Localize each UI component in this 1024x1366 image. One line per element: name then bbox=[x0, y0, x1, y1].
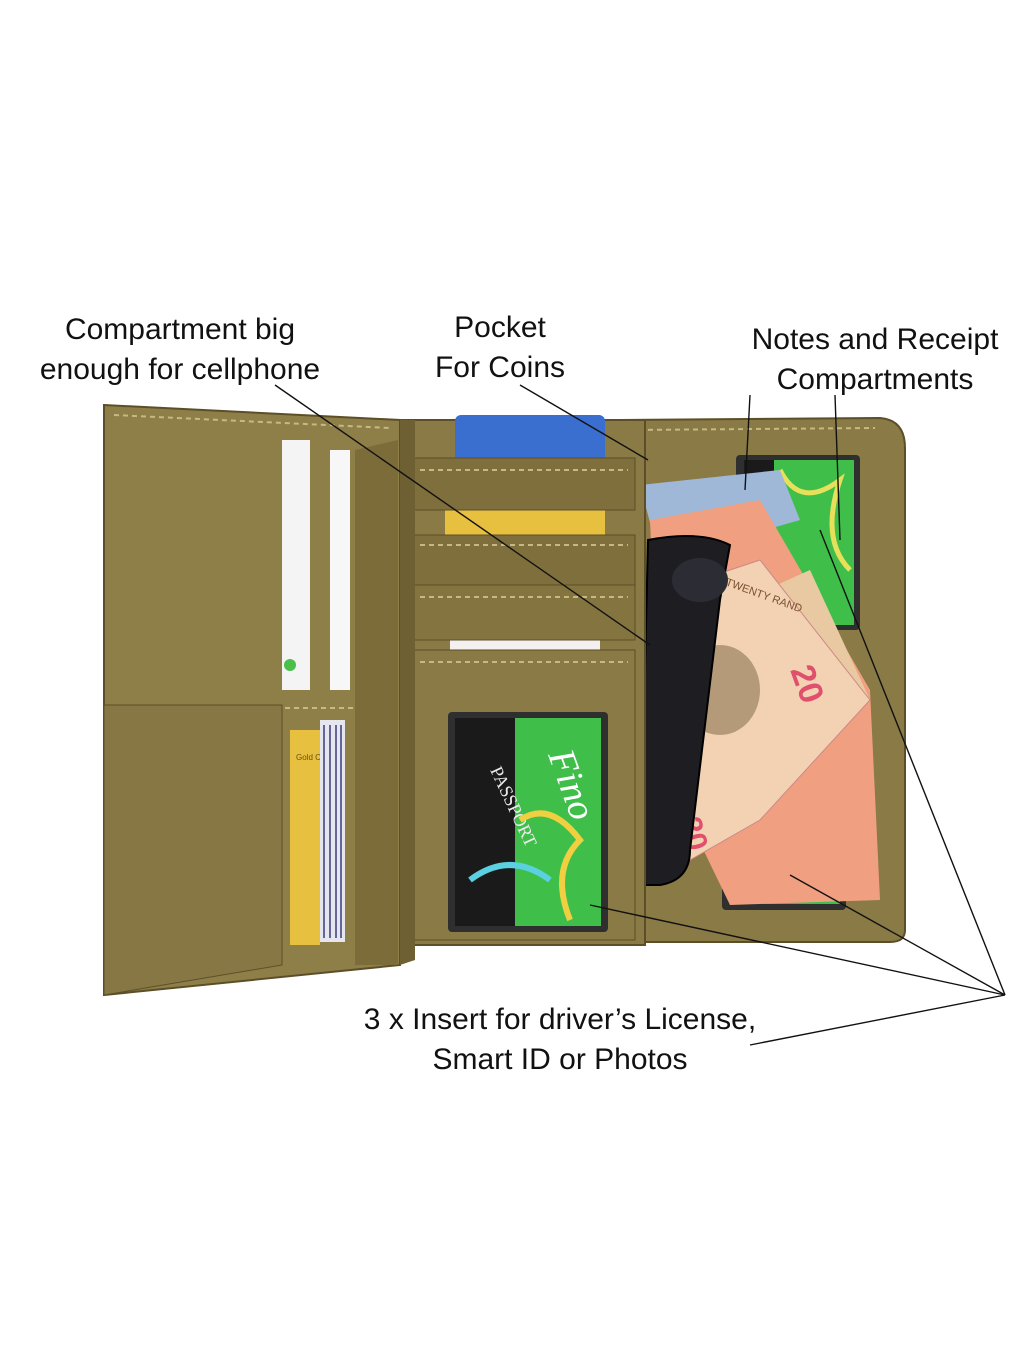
callout-notes-line1: Notes and Receipt bbox=[751, 323, 999, 356]
callout-inserts-line2: Smart ID or Photos bbox=[432, 1043, 688, 1076]
callout-coin-pocket: Pocket For Coins bbox=[410, 308, 590, 388]
gold-card-label: Gold Credit bbox=[296, 753, 337, 762]
callout-notes-line2: Compartments bbox=[776, 363, 974, 396]
pointer-notes-2 bbox=[834, 394, 841, 541]
callout-id-inserts: 3 x Insert for driver’s License, Smart I… bbox=[340, 1000, 780, 1080]
callout-coins-line1: Pocket bbox=[454, 311, 546, 344]
pointer-cellphone bbox=[274, 384, 651, 646]
pointer-coins bbox=[519, 384, 649, 461]
middle-id-window: PASSPORT Fino bbox=[448, 712, 608, 932]
callout-cellphone-line2: enough for cellphone bbox=[39, 353, 321, 386]
receipt-paper-2 bbox=[330, 450, 350, 690]
pointer-lines bbox=[274, 384, 1006, 1046]
callout-notes-compartments: Notes and Receipt Compartments bbox=[735, 320, 1015, 400]
pointer-notes-1 bbox=[744, 394, 751, 491]
wallet-left-panel: Gold Credit bbox=[103, 403, 415, 997]
callout-cellphone-compartment: Compartment big enough for cellphone bbox=[30, 310, 330, 390]
pointer-insert-lower bbox=[789, 874, 1006, 996]
callout-coins-line2: For Coins bbox=[434, 351, 566, 384]
cellphone bbox=[638, 535, 732, 886]
pointer-insert-upper bbox=[819, 529, 1006, 996]
callout-inserts-line1: 3 x Insert for driver’s License, bbox=[363, 1003, 757, 1036]
pointer-insert-middle bbox=[589, 904, 1006, 996]
pointer-insert-label bbox=[749, 994, 1006, 1046]
wallet-card-section: PASSPORT Fino bbox=[397, 415, 646, 946]
callout-cellphone-line1: Compartment big bbox=[64, 313, 296, 346]
receipt-paper bbox=[282, 440, 310, 690]
gold-credit-card bbox=[290, 730, 320, 945]
